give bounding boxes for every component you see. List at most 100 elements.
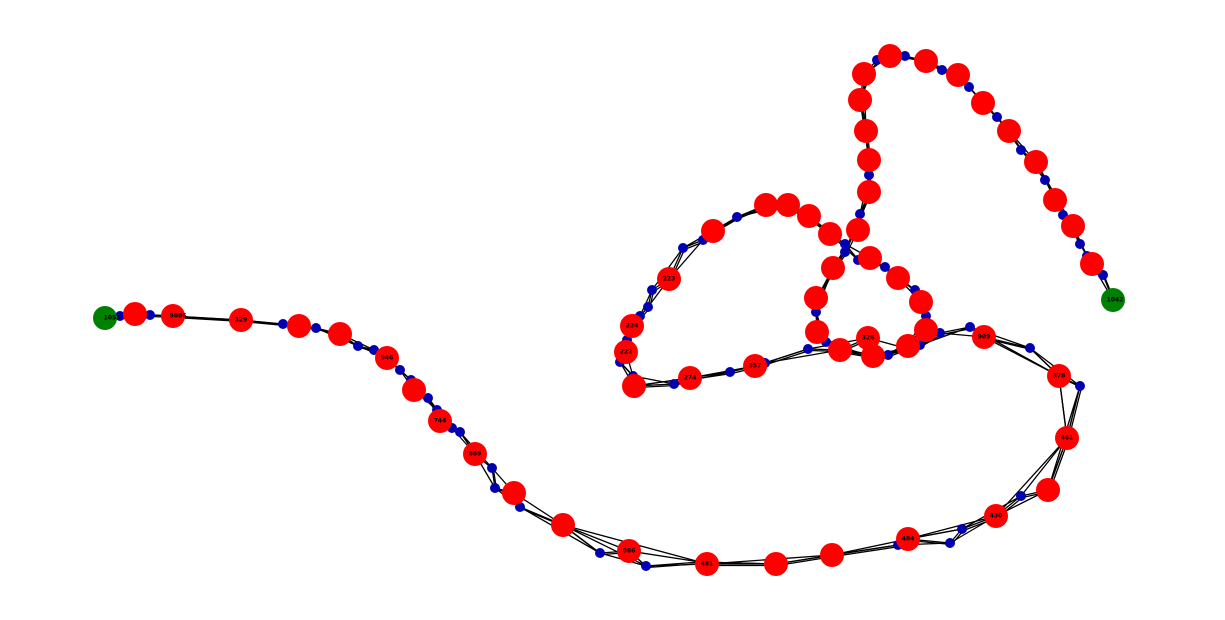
node-label-n274: 274 [684, 375, 697, 382]
big-node [852, 62, 876, 86]
big-node [946, 63, 970, 87]
small-node [1075, 239, 1085, 249]
node-label-n357: 357 [749, 363, 762, 370]
small-node [937, 65, 947, 75]
small-node [487, 463, 497, 473]
node-label-left_a: 9886 [170, 313, 187, 320]
big-node [821, 256, 845, 280]
small-node [311, 323, 321, 333]
node-label-n222: 222 [620, 349, 633, 356]
node-label-n744: 744 [434, 418, 447, 425]
big-node [229, 308, 253, 332]
small-node [840, 239, 850, 249]
node-label-n224: 224 [626, 323, 639, 330]
graph-edge [833, 545, 900, 558]
node-label-n326: 326 [862, 335, 875, 342]
small-node [957, 524, 967, 534]
big-node [402, 378, 426, 402]
node-label-left_start: 1053 [104, 315, 121, 322]
big-node [701, 219, 725, 243]
big-node [657, 267, 681, 291]
small-node [678, 243, 688, 253]
big-node [972, 325, 996, 349]
small-node [855, 209, 865, 219]
small-node [1016, 491, 1026, 501]
big-node [754, 193, 778, 217]
end-node [1101, 288, 1125, 312]
big-node [328, 322, 352, 346]
small-node [1025, 343, 1035, 353]
small-node [395, 365, 405, 375]
big-node [1036, 478, 1060, 502]
big-node [1024, 150, 1048, 174]
small-node [864, 170, 874, 180]
big-node [854, 119, 878, 143]
node-label-n484: 484 [902, 536, 915, 543]
small-node [1075, 381, 1085, 391]
big-node [914, 49, 938, 73]
graph-edge [766, 349, 810, 366]
big-node [878, 44, 902, 68]
small-node [803, 344, 813, 354]
node-label-n461: 461 [1061, 435, 1074, 442]
small-node [964, 82, 974, 92]
node-label-left_b: 329 [235, 317, 248, 324]
small-node [455, 427, 465, 437]
small-node [880, 262, 890, 272]
start-node [93, 306, 117, 330]
big-node [896, 527, 920, 551]
big-node [764, 552, 788, 576]
small-node [992, 112, 1002, 122]
small-node [732, 212, 742, 222]
big-node [858, 246, 882, 270]
big-node [848, 88, 872, 112]
small-node [115, 311, 125, 321]
big-node [161, 304, 185, 328]
small-node [1098, 270, 1108, 280]
big-node [617, 539, 641, 563]
big-node [123, 302, 147, 326]
big-node [1061, 214, 1085, 238]
node-label-right_end: 1042 [1107, 297, 1124, 304]
big-node [856, 326, 880, 350]
small-node [965, 322, 975, 332]
small-node [643, 302, 653, 312]
small-node [669, 379, 679, 389]
graph-edge [1020, 437, 1068, 497]
big-node [1043, 188, 1067, 212]
big-node [997, 119, 1021, 143]
big-node [287, 314, 311, 338]
big-node [805, 320, 829, 344]
small-node [515, 502, 525, 512]
node-label-n378: 378 [1053, 373, 1066, 380]
big-node [818, 222, 842, 246]
big-node [375, 346, 399, 370]
big-node [846, 218, 870, 242]
small-node [641, 561, 651, 571]
small-node [725, 367, 735, 377]
big-node [971, 91, 995, 115]
big-node [1080, 252, 1104, 276]
big-node [984, 504, 1008, 528]
graph-edge [907, 515, 997, 540]
node-label-n946: 946 [381, 355, 394, 362]
big-node [743, 354, 767, 378]
big-node [1055, 426, 1079, 450]
big-node [914, 318, 938, 342]
edges-layer [104, 55, 1116, 569]
small-node [595, 548, 605, 558]
small-node [840, 247, 850, 257]
nodes-layer [93, 44, 1125, 576]
node-label-n223: 223 [663, 276, 676, 283]
big-node [896, 334, 920, 358]
big-node [886, 266, 910, 290]
big-node [1047, 364, 1071, 388]
big-node [678, 366, 702, 390]
big-node [804, 286, 828, 310]
big-node [857, 148, 881, 172]
big-node [695, 552, 719, 576]
small-node [883, 350, 893, 360]
node-label-n066: 066 [623, 548, 636, 555]
big-node [828, 338, 852, 362]
